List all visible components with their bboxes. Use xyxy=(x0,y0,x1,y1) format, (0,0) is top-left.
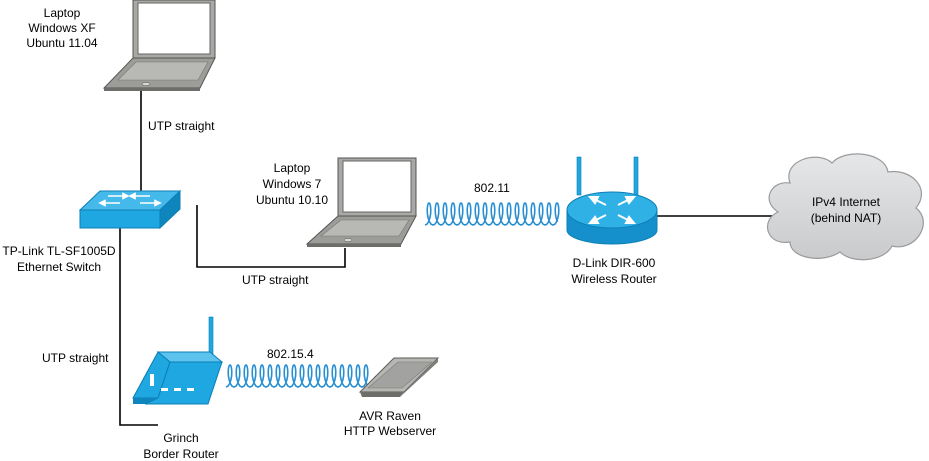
label-line: Ubuntu 10.10 xyxy=(256,193,328,207)
label-line: HTTP Webserver xyxy=(344,424,436,438)
border-router-icon xyxy=(132,316,224,405)
wireless-router-icon xyxy=(566,156,658,245)
zigbee-wave xyxy=(225,363,377,388)
link-label-wifi: 802.11 xyxy=(474,181,510,195)
label-line: Windows 7 xyxy=(263,177,322,191)
internet-cloud-icon xyxy=(767,153,924,261)
label-switch: TP-Link TL-SF1005D Ethernet Switch xyxy=(2,244,115,274)
label-line: Laptop xyxy=(274,161,311,175)
label-line: IPv4 Internet xyxy=(812,195,881,209)
label-line: D-Link DIR-600 xyxy=(573,256,656,270)
laptop-mid-icon xyxy=(305,157,417,247)
link-label-laptop-switch: UTP straight xyxy=(148,119,215,133)
wired-links xyxy=(119,90,775,426)
ethernet-switch-icon xyxy=(78,189,182,230)
label-line: (behind NAT) xyxy=(811,211,881,225)
label-wireless-router: D-Link DIR-600 Wireless Router xyxy=(571,256,656,286)
label-line: Grinch xyxy=(163,431,198,445)
link-switch-border-router xyxy=(119,222,158,426)
label-line: Laptop xyxy=(44,6,81,20)
label-line: AVR Raven xyxy=(359,409,421,423)
laptop-top-icon xyxy=(102,0,216,91)
label-line: TP-Link TL-SF1005D xyxy=(2,244,115,258)
link-label-zigbee: 802.15.4 xyxy=(267,347,314,361)
label-line: Border Router xyxy=(143,447,218,461)
label-raven: AVR Raven HTTP Webserver xyxy=(344,409,436,438)
label-line: Windows XF xyxy=(28,21,95,35)
label-laptop-mid: Laptop Windows 7 Ubuntu 10.10 xyxy=(256,161,328,207)
label-line: Ethernet Switch xyxy=(17,260,101,274)
link-label-switch-border: UTP straight xyxy=(42,351,109,365)
link-switch-laptop-mid xyxy=(196,205,346,268)
label-internet: IPv4 Internet (behind NAT) xyxy=(811,195,881,225)
label-line: Wireless Router xyxy=(571,272,656,286)
label-laptop-top: Laptop Windows XF Ubuntu 11.04 xyxy=(26,6,97,50)
label-border-router: Grinch Border Router xyxy=(143,431,218,461)
wifi-wave xyxy=(424,201,560,226)
avr-raven-icon xyxy=(358,357,440,397)
link-label-switch-laptop: UTP straight xyxy=(242,273,309,287)
label-line: Ubuntu 11.04 xyxy=(26,36,97,50)
